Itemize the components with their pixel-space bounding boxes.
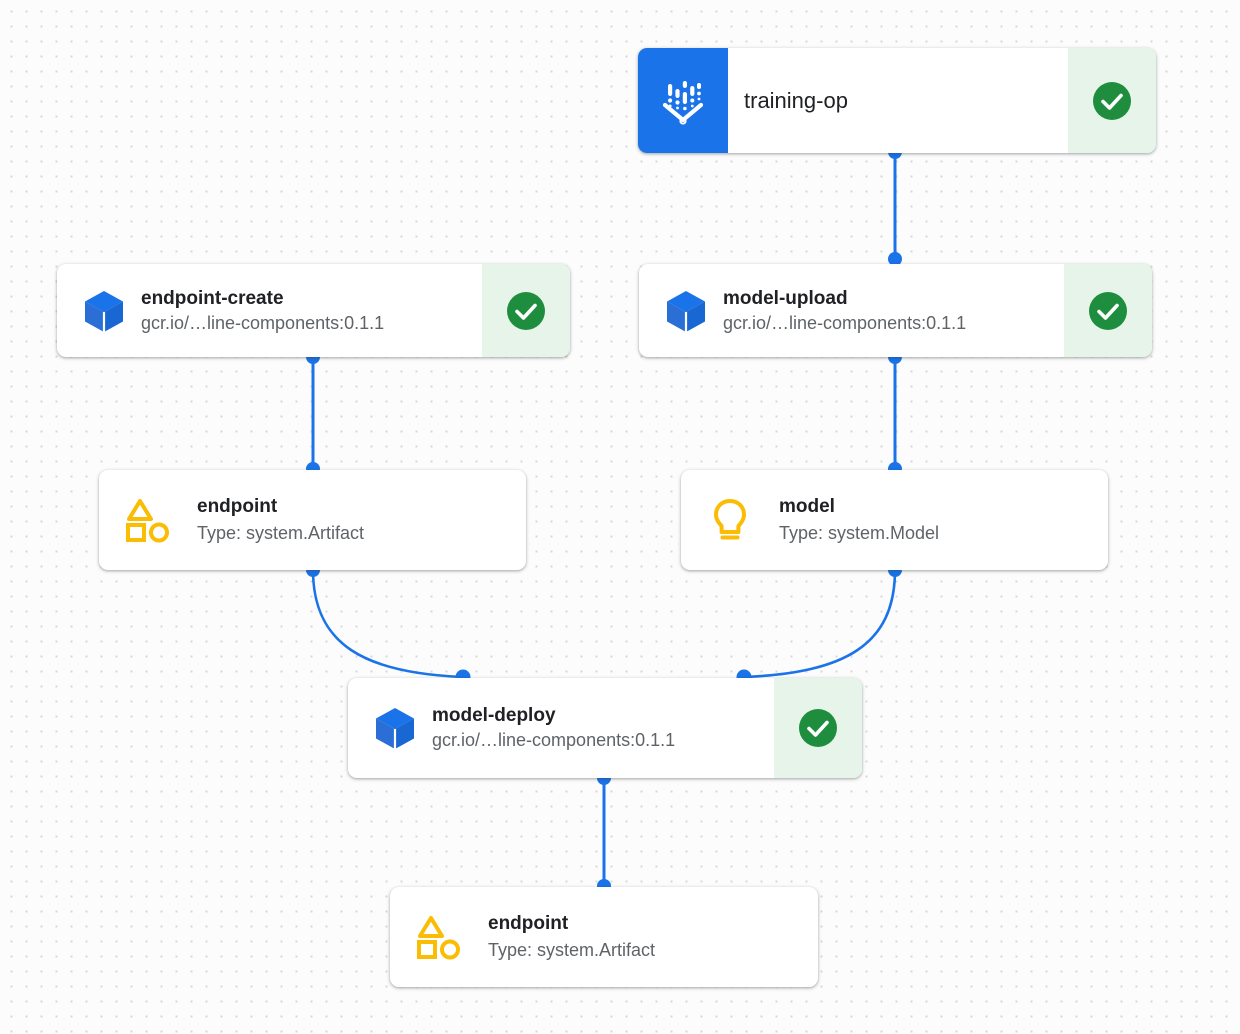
node-title: model-upload (723, 287, 848, 309)
node-title: endpoint (197, 496, 278, 517)
lightbulb-icon-slot (703, 493, 757, 547)
endpoint-artifact-2-body: endpoint Type: system.Artifact (390, 887, 818, 987)
node-subtitle: gcr.io/…line-components:0.1.1 (723, 312, 967, 333)
status-badge (1068, 48, 1156, 153)
node-title: training-op (744, 87, 848, 113)
status-badge (774, 678, 862, 778)
node-title: model-deploy (432, 705, 556, 726)
endpoint-artifact-2-texts: endpoint Type: system.Artifact (488, 911, 655, 963)
artifact-shapes-icon-slot (412, 910, 466, 964)
model-upload-texts: model-upload gcr.io/…line-components:0.1… (723, 286, 966, 336)
check-circle-icon (799, 709, 837, 747)
check-circle-icon (1089, 291, 1127, 330)
pipeline-icon-pane (638, 48, 728, 153)
node-model-upload[interactable]: model-upload gcr.io/…line-components:0.1… (639, 264, 1152, 357)
node-subtitle: Type: system.Artifact (197, 523, 365, 543)
model-deploy-body: model-deploy gcr.io/…line-components:0.1… (348, 678, 774, 778)
node-endpoint-create[interactable]: endpoint-create gcr.io/…line-components:… (57, 264, 570, 357)
cube-icon-slot (657, 282, 715, 340)
artifact-shapes-icon (126, 499, 169, 543)
check-circle-icon (1093, 81, 1131, 120)
node-title: model (779, 496, 835, 517)
endpoint-artifact-body: endpoint Type: system.Artifact (99, 470, 526, 570)
cube-icon (376, 708, 414, 749)
endpoint-artifact-texts: endpoint Type: system.Artifact (197, 494, 364, 546)
cube-icon (85, 290, 123, 332)
status-badge (482, 264, 570, 357)
cube-icon-slot (75, 282, 133, 340)
pipeline-icon (662, 80, 704, 125)
node-endpoint-artifact-2[interactable]: endpoint Type: system.Artifact (390, 887, 818, 987)
artifact-shapes-icon-slot (121, 493, 175, 547)
endpoint-create-texts: endpoint-create gcr.io/…line-components:… (141, 286, 384, 336)
node-title: endpoint-create (141, 287, 284, 309)
model-artifact-body: model Type: system.Model (681, 470, 1108, 570)
node-model-deploy[interactable]: model-deploy gcr.io/…line-components:0.1… (348, 678, 862, 778)
check-circle-icon (507, 291, 545, 330)
node-subtitle: Type: system.Model (779, 523, 940, 543)
node-training-op[interactable]: training-op (638, 48, 1156, 153)
edge-endpoint-to-model-deploy (311, 569, 464, 679)
artifact-shapes-icon (417, 916, 460, 960)
endpoint-create-body: endpoint-create gcr.io/…line-components:… (57, 264, 482, 357)
edge-model-to-model-deploy (743, 569, 897, 679)
node-subtitle: gcr.io/…line-components:0.1.1 (141, 312, 385, 333)
model-deploy-texts: model-deploy gcr.io/…line-components:0.1… (432, 703, 675, 753)
training-op-body: training-op (728, 48, 1068, 153)
node-model-artifact[interactable]: model Type: system.Model (681, 470, 1108, 570)
node-endpoint-artifact-1[interactable]: endpoint Type: system.Artifact (99, 470, 526, 570)
cube-icon (667, 290, 705, 332)
cube-icon-slot (366, 699, 424, 757)
lightbulb-icon (714, 499, 746, 540)
model-upload-body: model-upload gcr.io/…line-components:0.1… (639, 264, 1064, 357)
node-subtitle: Type: system.Artifact (488, 940, 656, 960)
model-artifact-texts: model Type: system.Model (779, 494, 939, 546)
node-subtitle: gcr.io/…line-components:0.1.1 (432, 730, 676, 750)
status-badge (1064, 264, 1152, 357)
node-title: endpoint (488, 913, 569, 934)
